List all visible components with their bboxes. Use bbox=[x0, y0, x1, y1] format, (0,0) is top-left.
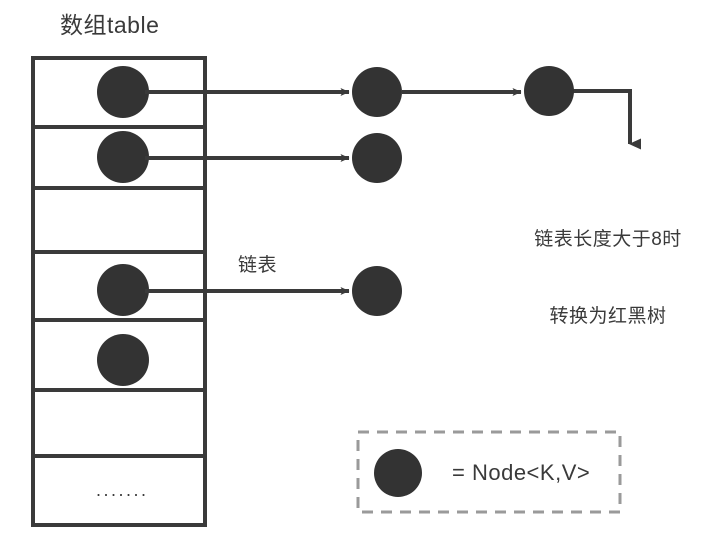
arrow-treeify-elbow bbox=[572, 89, 641, 150]
chain-node-1b[interactable] bbox=[524, 66, 574, 116]
treeify-note: 链表长度大于8时 转换为红黑树 bbox=[508, 176, 708, 381]
chain-node-2a[interactable] bbox=[352, 133, 402, 183]
table-row-6-ellipsis: ....... bbox=[96, 480, 149, 500]
legend-label: = Node<K,V> bbox=[452, 460, 591, 485]
legend-sample-node-icon bbox=[374, 449, 422, 497]
chain-node-4a[interactable] bbox=[352, 266, 402, 316]
chain-node-1a[interactable] bbox=[352, 67, 402, 117]
page-title: 数组table bbox=[60, 12, 160, 38]
chain-label: 链表 bbox=[238, 255, 278, 276]
treeify-note-line2: 转换为红黑树 bbox=[549, 306, 667, 328]
table-node-row-4[interactable] bbox=[97, 334, 149, 386]
treeify-note-line1: 链表长度大于8时 bbox=[534, 229, 682, 251]
table-node-row-3[interactable] bbox=[97, 264, 149, 316]
table-node-row-0[interactable] bbox=[97, 66, 149, 118]
table-node-row-1[interactable] bbox=[97, 131, 149, 183]
